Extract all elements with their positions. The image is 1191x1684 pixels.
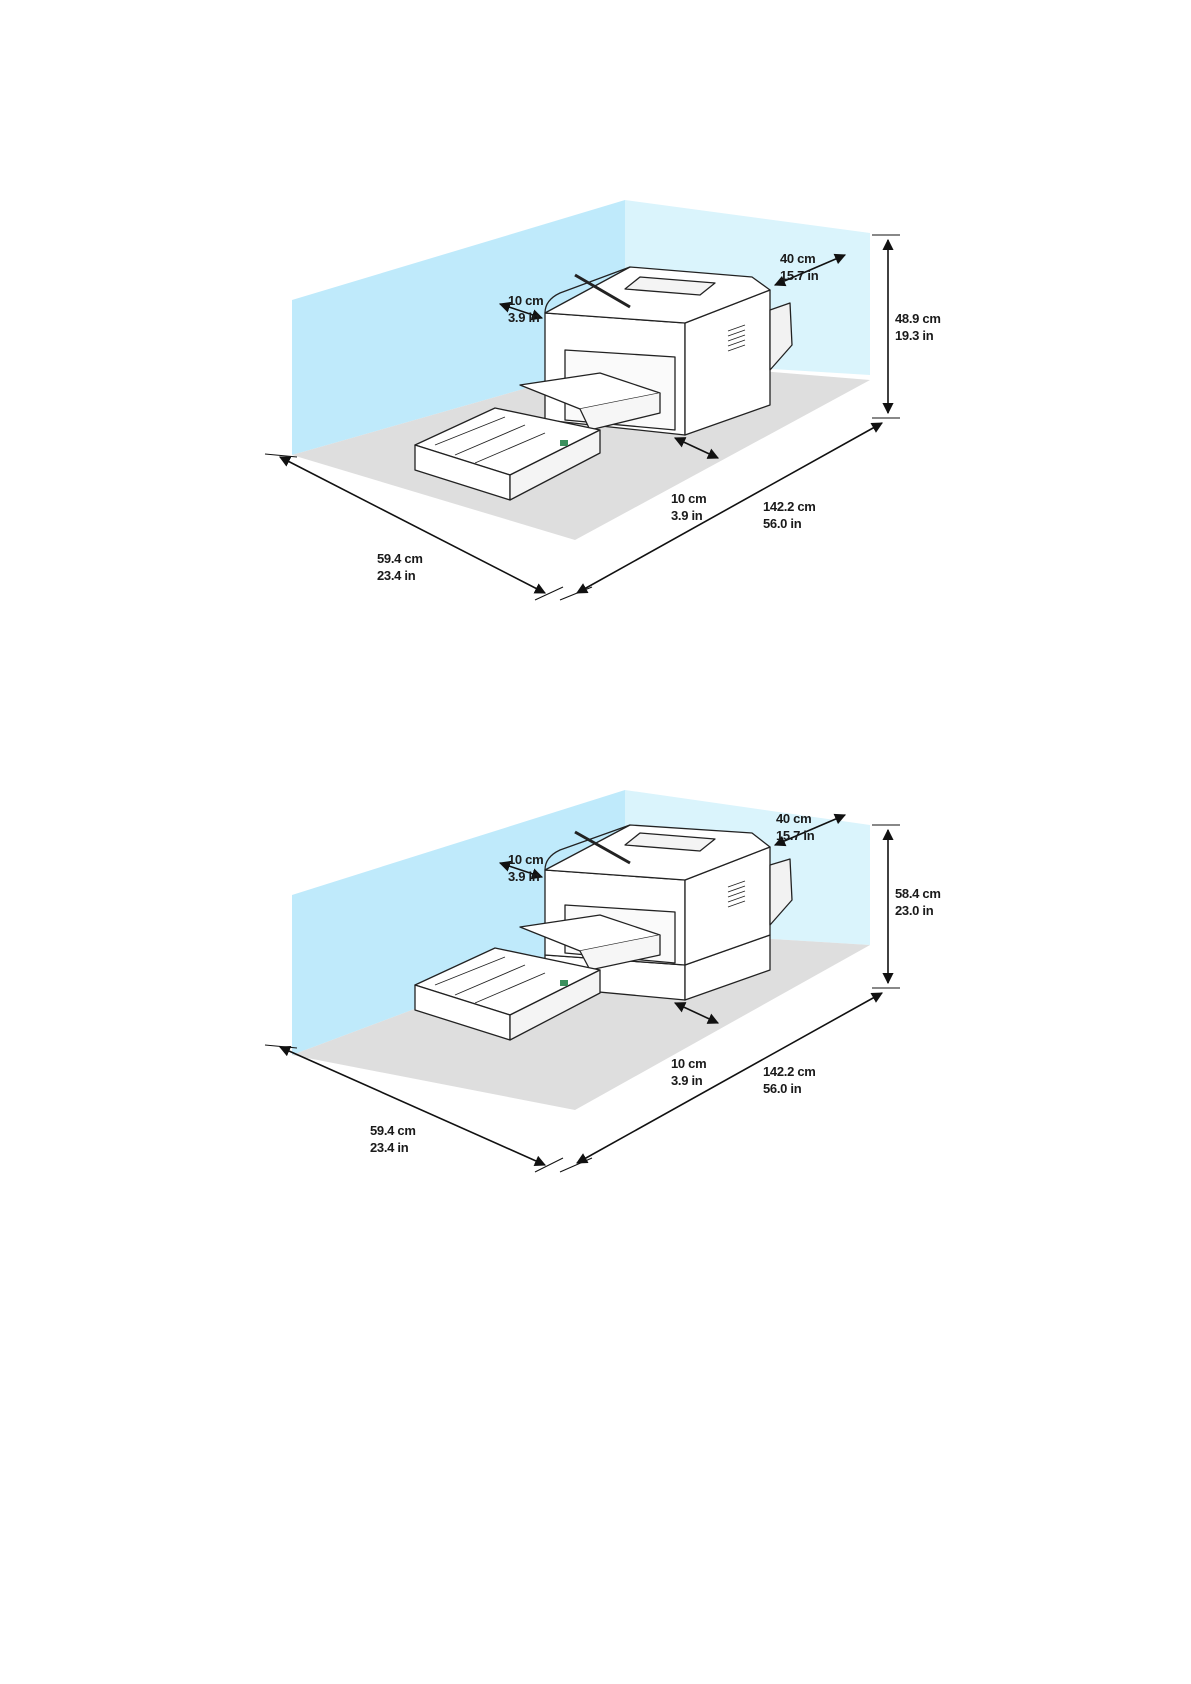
- dim-arrow-depth: [576, 422, 883, 594]
- label-front-clearance: 10 cm 3.9 in: [671, 1056, 707, 1088]
- room-illustration: [264, 790, 900, 1173]
- label-side-clearance: 10 cm 3.9 in: [508, 293, 544, 325]
- label-depth: 142.2 cm 56.0 in: [763, 499, 816, 531]
- label-height: 58.4 cm 23.0 in: [895, 886, 941, 918]
- dim-arrow-rear-clearance: [773, 253, 847, 287]
- label-side-clearance: 10 cm 3.9 in: [508, 852, 544, 884]
- clearance-diagram-with-optional-tray: 10 cm 3.9 in 40 cm 15.7 in 58.4 cm 23.0 …: [0, 765, 1191, 1285]
- dim-arrow-side-clearance: [498, 860, 544, 880]
- dim-arrow-width: [279, 456, 546, 594]
- clearance-diagram-single-tray: 10 cm 3.9 in 40 cm 15.7 in 48.9 cm 19.3 …: [0, 195, 1191, 715]
- label-height: 48.9 cm 19.3 in: [895, 311, 941, 343]
- label-rear-clearance: 40 cm 15.7 in: [776, 811, 815, 843]
- dim-arrow-width: [278, 1045, 547, 1167]
- printer-icon: [414, 266, 793, 501]
- dim-arrow-rear-clearance: [773, 813, 847, 847]
- room-illustration: [264, 200, 900, 601]
- label-width: 59.4 cm 23.4 in: [377, 551, 423, 583]
- label-depth: 142.2 cm 56.0 in: [763, 1064, 816, 1096]
- left-wall: [292, 200, 625, 455]
- label-rear-clearance: 40 cm 15.7 in: [780, 251, 819, 283]
- label-width: 59.4 cm 23.4 in: [370, 1123, 416, 1155]
- dim-arrow-depth: [576, 992, 883, 1164]
- dim-arrow-side-clearance: [498, 301, 544, 321]
- left-wall: [292, 790, 625, 1055]
- label-front-clearance: 10 cm 3.9 in: [671, 491, 707, 523]
- printer-icon: [414, 824, 793, 1041]
